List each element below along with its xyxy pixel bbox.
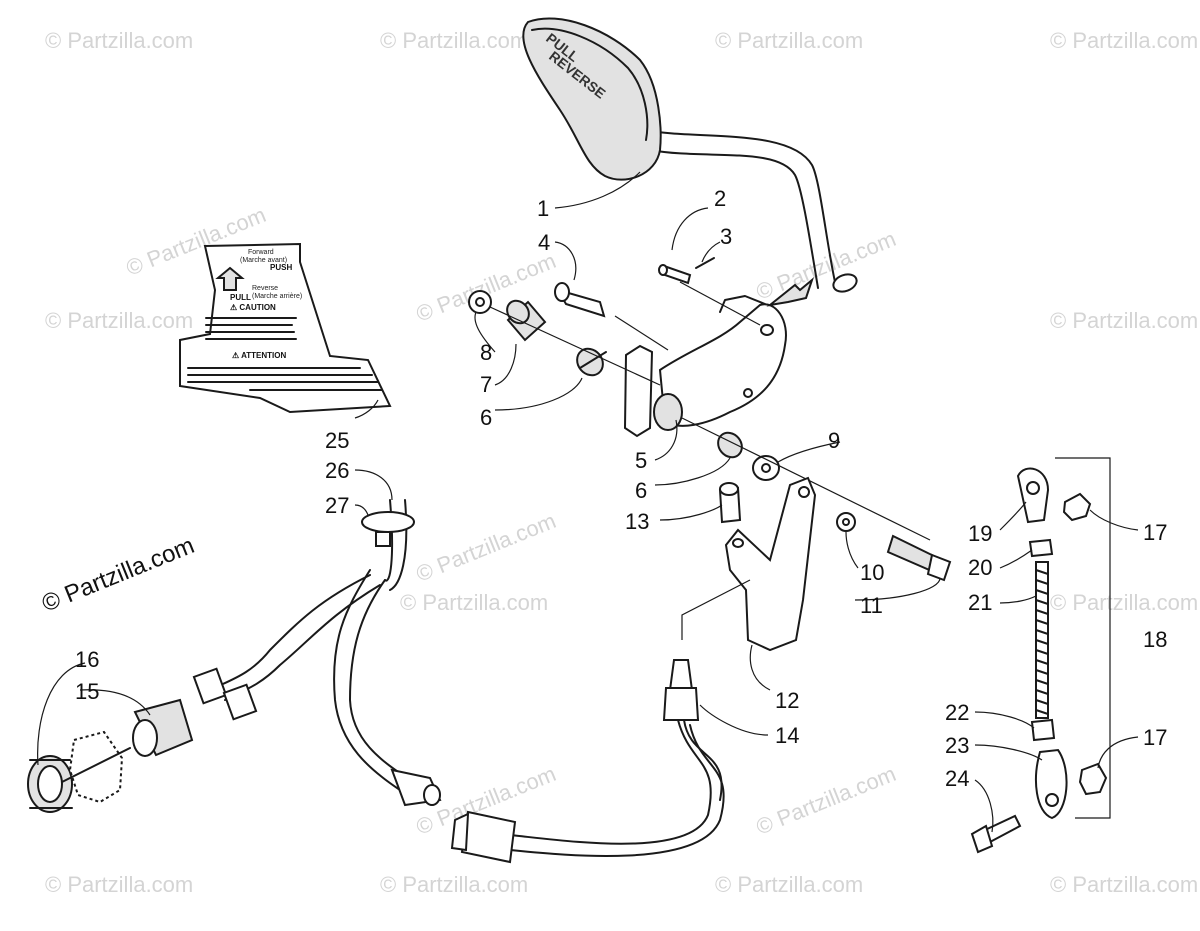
decal-reverse-sub: (Marche arrière) — [252, 293, 302, 300]
watermark: © Partzilla.com — [45, 308, 193, 333]
switch-harness — [450, 579, 751, 864]
callout-26: 26 — [325, 458, 349, 483]
decal-forward: Forward — [248, 249, 274, 256]
watermark: © Partzilla.com — [400, 590, 548, 615]
callout-3: 3 — [720, 224, 732, 249]
callout-22: 22 — [945, 700, 969, 725]
callout-6b: 6 — [635, 478, 647, 503]
watermark: © Partzilla.com — [753, 226, 900, 305]
callout-16: 16 — [75, 647, 99, 672]
callout-17b: 17 — [1143, 725, 1167, 750]
watermark: © Partzilla.com — [1050, 872, 1198, 897]
callout-7: 7 — [480, 372, 492, 397]
callout-4: 4 — [538, 230, 550, 255]
switch-bracket — [724, 476, 817, 652]
watermark: © Partzilla.com — [1050, 28, 1198, 53]
callout-5: 5 — [635, 448, 647, 473]
callout-27: 27 — [325, 493, 349, 518]
callout-14: 14 — [775, 723, 799, 748]
callout-23: 23 — [945, 733, 969, 758]
leader-lines — [37, 171, 1139, 833]
callout-17: 17 — [1143, 520, 1167, 545]
watermark: © Partzilla.com — [715, 28, 863, 53]
decal-attention: ⚠ ATTENTION — [232, 351, 287, 360]
decal-push: PUSH — [270, 263, 292, 272]
watermark: © Partzilla.com — [413, 508, 560, 587]
watermark: © Partzilla.com — [380, 28, 528, 53]
callout-11: 11 — [860, 593, 883, 618]
watermark: © Partzilla.com — [1050, 590, 1198, 615]
decal-25: Forward (Marche avant) PUSH PULL Reverse… — [179, 242, 392, 414]
decal-caution: ⚠ CAUTION — [230, 303, 276, 312]
watermark: © Partzilla.com — [715, 872, 863, 897]
switch-15 — [27, 698, 194, 813]
callout-9: 9 — [828, 428, 840, 453]
decal-forward-sub: (Marche avant) — [240, 257, 287, 264]
switch-13 — [718, 482, 742, 524]
push-arrow-icon — [215, 266, 245, 291]
callout-6: 6 — [480, 405, 492, 430]
callout-20: 20 — [968, 555, 992, 580]
hardware-left — [468, 282, 669, 386]
hardware-right — [681, 417, 931, 541]
callout-labels: 1 2 3 4 5 6 6 7 8 9 10 11 12 13 14 15 16… — [75, 186, 1167, 791]
callout-15: 15 — [75, 679, 99, 704]
main-harness — [192, 499, 442, 807]
watermark: © Partzilla.com — [1050, 308, 1198, 333]
pin-and-cotter — [658, 257, 761, 326]
watermark: © Partzilla.com — [753, 761, 900, 840]
callout-12: 12 — [775, 688, 799, 713]
bolt-11 — [836, 512, 952, 582]
callout-18: 18 — [1143, 627, 1167, 652]
callout-21: 21 — [968, 590, 992, 615]
watermark-prominent: © Partzilla.com — [38, 532, 198, 618]
pivot-bracket — [623, 295, 787, 438]
callout-25: 25 — [325, 428, 349, 453]
callout-1: 1 — [537, 196, 549, 221]
callout-24: 24 — [945, 766, 969, 791]
watermark: © Partzilla.com — [45, 872, 193, 897]
callout-2: 2 — [714, 186, 726, 211]
reverse-handle: PULL REVERSE — [522, 17, 858, 293]
watermark: © Partzilla.com — [380, 872, 528, 897]
zip-tie — [361, 511, 415, 547]
decal-reverse: Reverse — [252, 285, 278, 292]
callout-10: 10 — [860, 560, 884, 585]
callout-8: 8 — [480, 340, 492, 365]
callout-13: 13 — [625, 509, 649, 534]
callout-19: 19 — [968, 521, 992, 546]
watermark: © Partzilla.com — [45, 28, 193, 53]
rod-assembly — [970, 457, 1111, 854]
direction-arrow — [766, 276, 815, 307]
decal-pull: PULL — [230, 293, 251, 302]
